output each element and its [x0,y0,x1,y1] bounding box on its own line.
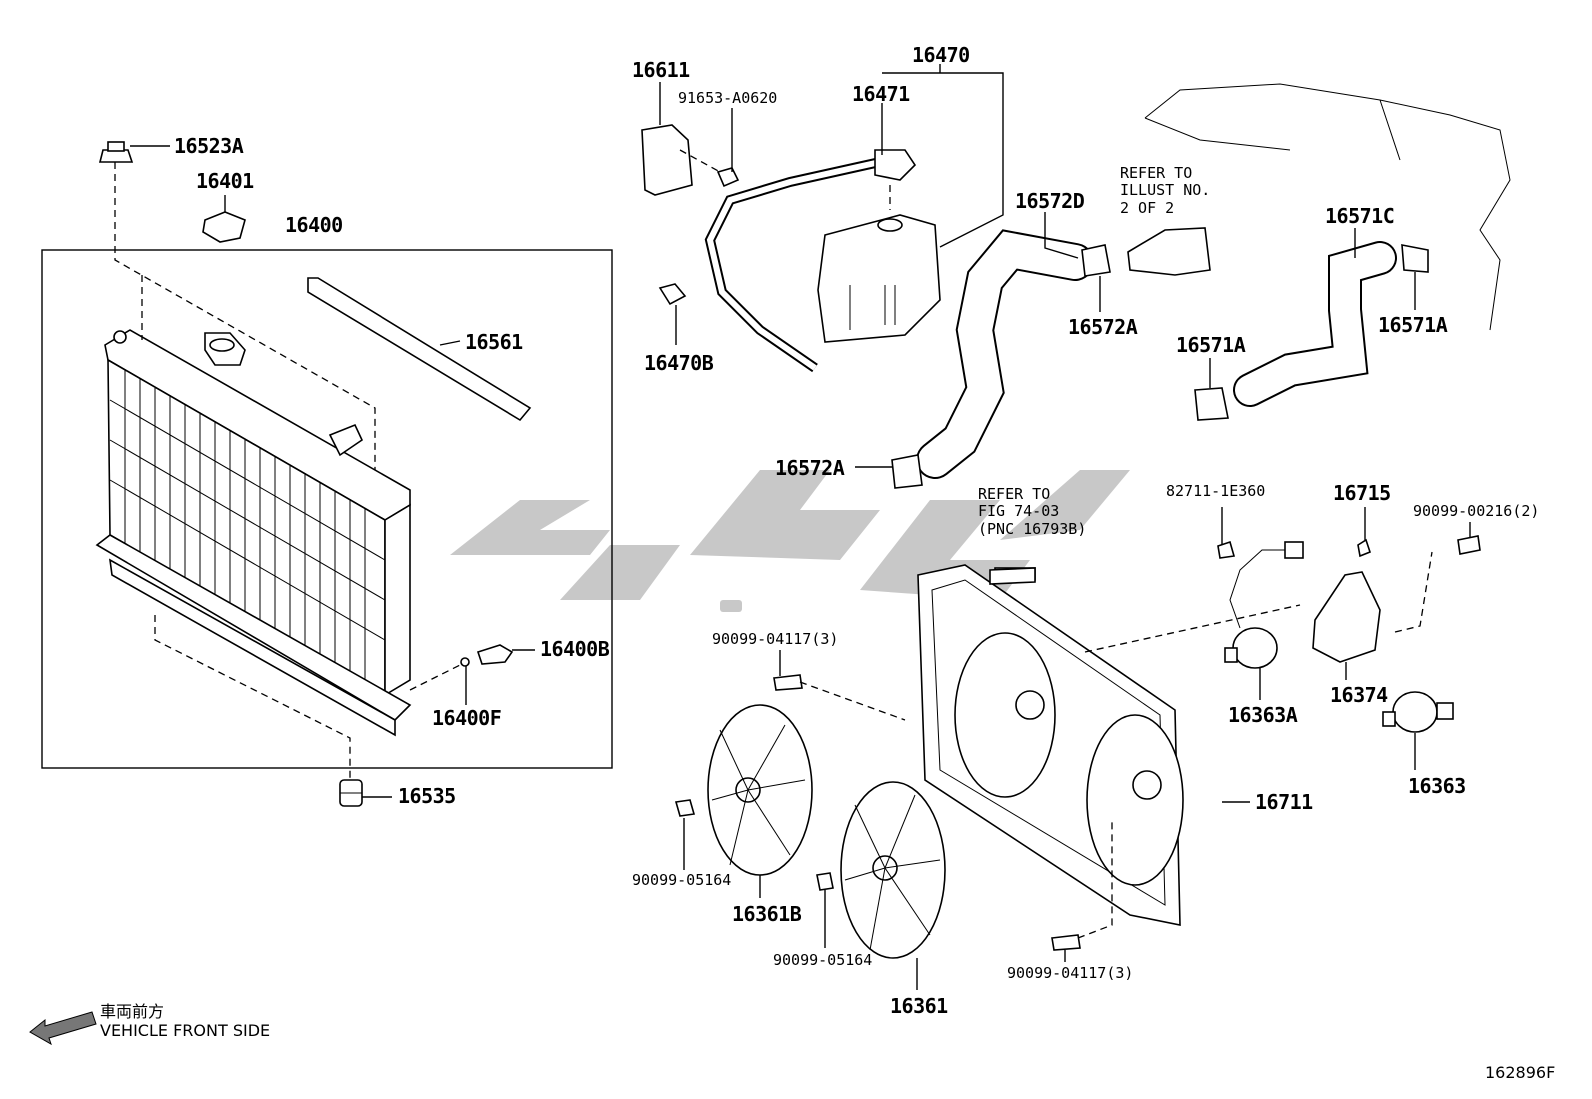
fan-small-illustration [707,704,813,876]
label-16535: 16535 [398,784,456,808]
label-16363a: 16363A [1228,703,1298,727]
wire-clip-illustration [1217,540,1236,559]
label-91653-a0620: 91653-A0620 [678,89,778,107]
label-16363: 16363 [1408,774,1466,798]
radiator-group-frame [41,249,613,769]
fan-shroud-illustration [917,564,1184,926]
bolt-upper-illustration [773,674,803,691]
label-16715: 16715 [1333,481,1391,505]
label-90099-04117-upper: 90099-04117(3) [712,630,839,648]
gasket-illustration [202,211,246,243]
reservoir-tank-illustration [817,214,941,343]
note-refer-fig-line1: REFER TO [978,485,1051,503]
fan-motor-illustration [1382,691,1454,733]
hose-clamp-right-illustration [1401,244,1429,273]
note-refer-illust-line2: ILLUST NO. [1120,181,1211,200]
o-ring-illustration [460,657,470,667]
label-16400f: 16400F [432,706,502,730]
label-16611: 16611 [632,58,690,82]
clip-illustration [658,283,687,306]
label-16572d: 16572D [1015,189,1085,213]
label-16470: 16470 [912,43,970,67]
fan-motor-a-illustration [1224,541,1304,669]
leader-lines [130,64,1471,990]
reservoir-bracket-illustration [641,124,740,196]
label-16401: 16401 [196,169,254,193]
fan-assembly-lines [799,551,1433,939]
label-82711-1e360: 82711-1E360 [1166,482,1266,500]
label-16470b: 16470B [644,351,714,375]
seal-strip-illustration [307,277,532,422]
label-16400b: 16400B [540,637,610,661]
label-16471: 16471 [852,82,910,106]
nut-left-illustration [674,799,696,817]
label-16572a-left: 16572A [775,456,845,480]
note-refer-illust: REFER TO ILLUST NO. 2 OF 2 [1120,164,1211,217]
note-refer-illust-line1: REFER TO [1120,164,1193,182]
label-16561: 16561 [465,330,523,354]
label-16711: 16711 [1255,790,1313,814]
bolt-right-illustration [1457,535,1481,555]
label-16361: 16361 [890,994,948,1018]
label-90099-04117-lower: 90099-04117(3) [1007,964,1134,982]
radiator-illustration [95,329,412,737]
hose-clamp-left-illustration [1194,387,1229,421]
nut-mid-illustration [816,872,834,891]
label-16400: 16400 [285,213,343,237]
direction-label-en: VEHICLE FRONT SIDE [100,1021,271,1040]
water-outlet-illustration [1127,227,1211,276]
hose-clamp-upper-illustration [1081,244,1111,277]
note-refer-illust-line3: 2 OF 2 [1120,198,1175,217]
note-refer-fig-line3: (PNC 16793B) [978,519,1087,538]
label-16571c: 16571C [1325,204,1395,228]
drain-cock-illustration [476,644,514,665]
clip-small-illustration [1357,538,1371,558]
label-16571a-right: 16571A [1378,313,1448,337]
note-refer-fig: REFER TO FIG 74-03 (PNC 16793B) [978,485,1087,538]
fan-large-illustration [840,781,946,959]
front-direction-arrow-icon [29,1011,97,1046]
label-90099-05164-mid: 90099-05164 [773,951,873,969]
direction-label-jp: 車両前方 [100,1002,165,1021]
watermark-logo [450,470,1130,612]
label-90099-05164-left: 90099-05164 [632,871,732,889]
hose-clamp-lower-illustration [891,454,923,489]
motor-bracket-illustration [1312,571,1381,663]
note-refer-fig-line2: FIG 74-03 [978,502,1060,521]
label-16571a-left: 16571A [1176,333,1246,357]
reservoir-cap-illustration [874,149,917,181]
label-plate-illustration [989,567,1036,585]
label-16572a-right: 16572A [1068,315,1138,339]
bolt-lower-illustration [1051,934,1081,951]
cushion-cap-illustration [98,141,134,163]
figure-code: 162896F [1485,1063,1556,1082]
label-16374: 16374 [1330,683,1388,707]
lower-cushion-illustration [339,779,363,807]
label-90099-00216: 90099-00216(2) [1413,502,1540,520]
label-16523a: 16523A [174,134,244,158]
radiator-assembly-lines [114,162,463,780]
label-16361b: 16361B [732,902,802,926]
engine-outline-illustration [1144,83,1511,331]
